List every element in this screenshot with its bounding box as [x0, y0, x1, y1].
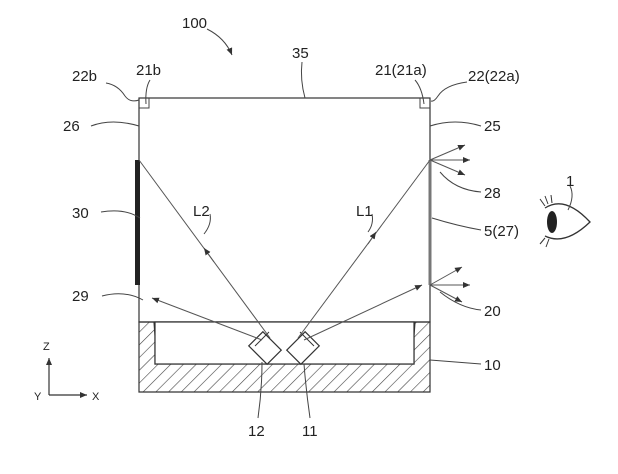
leader-26 [91, 122, 139, 126]
label-L1: L1 [356, 203, 373, 220]
label-21: 21(21a) [375, 62, 427, 79]
ray-L1 [298, 160, 430, 338]
emit-arrow-6 [430, 285, 462, 302]
leader-100 [207, 29, 232, 55]
ray-L2-arrow [204, 248, 214, 262]
housing-cavity [155, 322, 414, 364]
emit-arrow-2 [430, 145, 465, 160]
leader-29 [102, 294, 143, 300]
coordinate-axes [49, 358, 87, 395]
axis-label-y: Y [34, 391, 42, 403]
axis-label-x: X [92, 391, 100, 403]
leader-28 [440, 172, 481, 192]
label-35: 35 [292, 45, 309, 62]
label-11: 11 [302, 423, 318, 440]
leader-22 [431, 82, 467, 101]
leader-25 [430, 122, 481, 126]
light-guide-body [139, 98, 430, 322]
label-22b: 22b [72, 68, 97, 85]
leader-22b [106, 83, 139, 101]
leader-5 [432, 218, 481, 230]
corner-21b [139, 98, 149, 108]
label-25: 25 [484, 118, 501, 135]
label-5: 5(27) [484, 223, 519, 240]
label-100: 100 [182, 15, 207, 32]
label-22: 22(22a) [468, 68, 520, 85]
leader-35 [301, 62, 305, 98]
reflective-sheet-30 [135, 160, 140, 285]
axis-label-z: Z [43, 341, 50, 353]
eye-icon [540, 195, 590, 247]
label-26: 26 [63, 118, 80, 135]
label-30: 30 [72, 205, 89, 222]
label-L2: L2 [193, 203, 210, 220]
label-29: 29 [72, 288, 89, 305]
label-20: 20 [484, 303, 501, 320]
leader-30 [101, 211, 140, 218]
label-21b: 21b [136, 62, 161, 79]
label-28: 28 [484, 185, 501, 202]
label-12: 12 [248, 423, 265, 440]
ray-L1-arrow [368, 232, 376, 244]
emit-arrow-3 [430, 160, 465, 175]
label-1: 1 [566, 173, 574, 190]
emit-arrow-5 [430, 267, 462, 285]
leader-10 [430, 360, 481, 364]
corner-21 [420, 98, 430, 108]
label-10: 10 [484, 357, 501, 374]
